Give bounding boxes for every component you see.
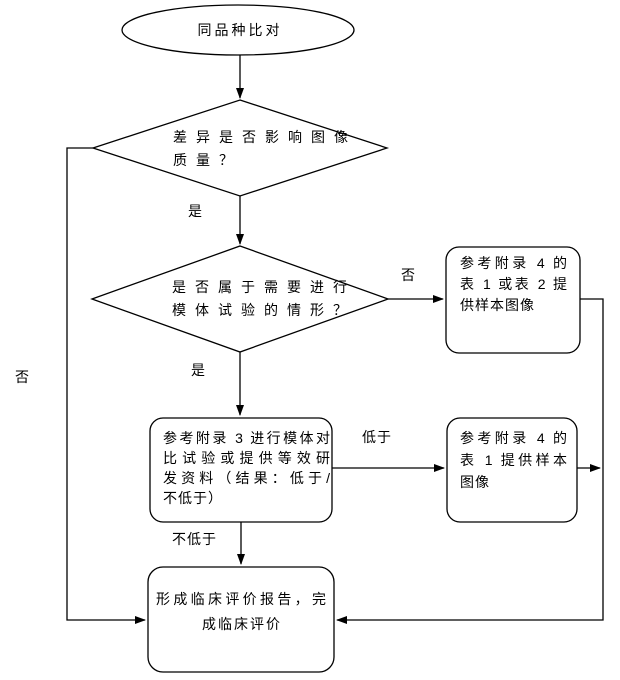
- text-line: 供样本图像: [460, 297, 535, 313]
- text-line: 参考附录 4 的: [460, 255, 568, 271]
- appendix4-table12-box-shape: [446, 247, 580, 353]
- edge-label-no-right: 否: [401, 267, 416, 283]
- edge-label-yes-1: 是: [188, 203, 203, 219]
- text-line: 表 1 提供样本: [460, 452, 568, 468]
- decision2-label: 是否属于需要进行 模体试验的情形？: [172, 276, 356, 322]
- text-line: 比试验或提供等效研: [163, 450, 331, 466]
- decision1-label: 差异是否影响图像 质量？: [173, 126, 357, 172]
- edge-label-not-lower: 不低于: [172, 531, 217, 547]
- text-line: 成临床评价: [202, 616, 282, 632]
- edge-label-no-left: 否: [15, 369, 30, 385]
- text-line: 参考附录 3 进行模体对: [163, 430, 331, 446]
- text-line: 不低于）: [163, 490, 223, 506]
- appendix4-table1-label: 参考附录 4 的 表 1 提供样本 图像: [460, 427, 568, 493]
- edge-label-yes-2: 是: [191, 362, 206, 378]
- start-node-text: 同品种比对: [197, 22, 283, 38]
- text-line: 是否属于需要进行: [172, 279, 356, 295]
- appendix4-table1-box-shape: [447, 418, 577, 522]
- text-line: 差异是否影响图像: [173, 129, 357, 145]
- start-node-label: 同品种比对: [122, 5, 355, 55]
- text-line: 图像: [460, 474, 490, 490]
- connector-no-left-to-final: [67, 148, 146, 624]
- final-report-label: 形成临床评价报告，完 成临床评价: [156, 587, 328, 637]
- text-line: 模体试验的情形？: [172, 302, 356, 318]
- text-line: 参考附录 4 的: [460, 430, 568, 446]
- appendix4-table12-label: 参考附录 4 的 表 1 或表 2 提 供样本图像: [460, 253, 568, 316]
- text-line: 发资料（结果：低于/: [163, 470, 331, 486]
- text-line: 表 1 或表 2 提: [460, 276, 568, 292]
- final-report-box-shape: [148, 567, 334, 672]
- text-line: 形成临床评价报告，完: [156, 591, 328, 607]
- start-ellipse-shape: [122, 5, 354, 55]
- edge-label-lower: 低于: [362, 429, 392, 445]
- connector-right-merge-to-final: [336, 299, 603, 624]
- appendix3-phantom-label: 参考附录 3 进行模体对 比试验或提供等效研 发资料（结果：低于/ 不低于）: [163, 428, 331, 508]
- text-line: 质量？: [173, 152, 242, 168]
